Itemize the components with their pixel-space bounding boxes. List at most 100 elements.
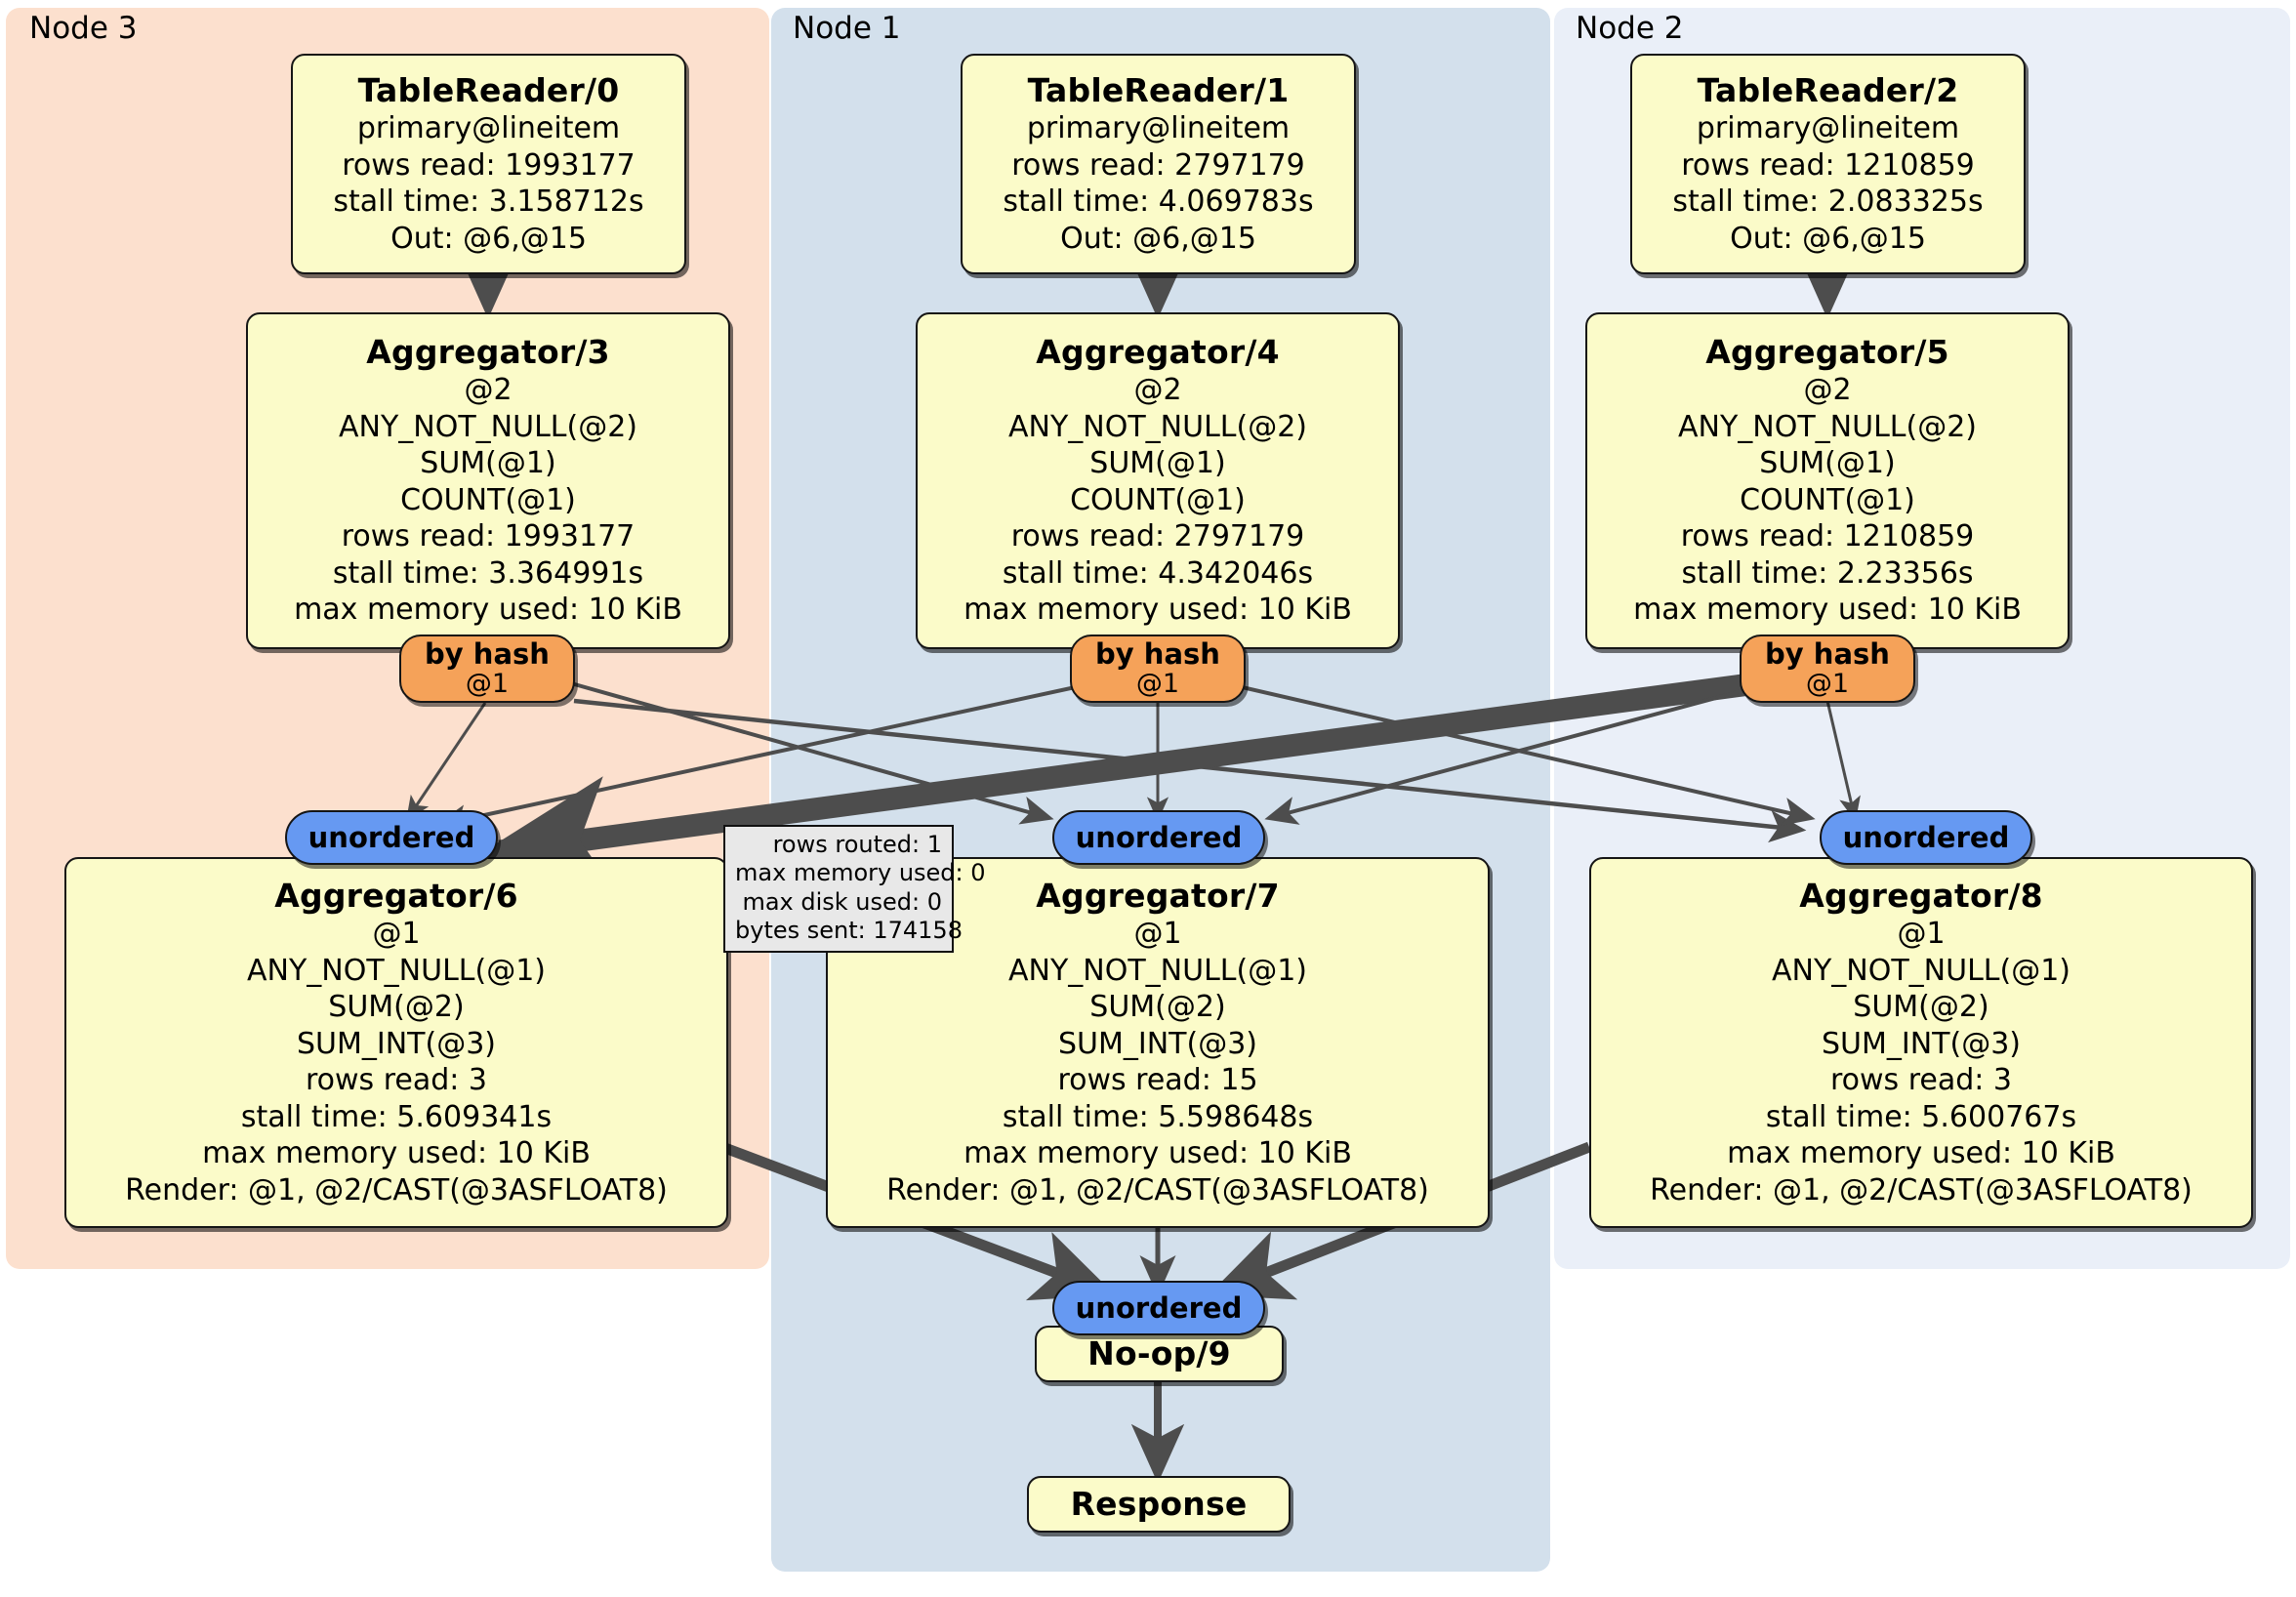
node-detail-line: primary@lineitem bbox=[1026, 111, 1291, 146]
node-title: Aggregator/4 bbox=[1036, 333, 1280, 372]
node-title: TableReader/0 bbox=[357, 70, 620, 109]
node-detail-line: @1 bbox=[372, 917, 421, 952]
node-detail-line: SUM(@2) bbox=[1089, 990, 1226, 1025]
node-detail-line: max memory used: 10 KiB bbox=[1727, 1136, 2115, 1171]
router-title: by hash bbox=[1765, 636, 1890, 671]
node-detail-line: SUM_INT(@3) bbox=[1822, 1026, 2021, 1061]
node-detail-line: stall time: 3.158712s bbox=[333, 184, 644, 220]
node-detail-line: Render: @1, @2/CAST(@3ASFLOAT8) bbox=[886, 1172, 1429, 1208]
node-detail-line: COUNT(@1) bbox=[1070, 482, 1246, 517]
node-detail-line: max memory used: 10 KiB bbox=[202, 1136, 591, 1171]
node-tablereader-2[interactable]: TableReader/2 primary@lineitem rows read… bbox=[1630, 54, 2026, 274]
cluster-label-node-1: Node 1 bbox=[793, 11, 901, 46]
node-detail-line: SUM_INT(@3) bbox=[297, 1026, 496, 1061]
synchronizer-label: unordered bbox=[1075, 820, 1243, 854]
node-detail-line: stall time: 4.342046s bbox=[1002, 555, 1314, 591]
node-detail-line: rows read: 2797179 bbox=[1011, 147, 1305, 183]
node-title: Aggregator/8 bbox=[1799, 876, 2043, 915]
node-detail-line: @1 bbox=[1897, 917, 1946, 952]
router-by-hash-0[interactable]: by hash @1 bbox=[399, 635, 575, 703]
node-detail-line: rows read: 1210859 bbox=[1680, 519, 1975, 554]
node-detail-line: stall time: 4.069783s bbox=[1003, 184, 1314, 220]
router-column: @1 bbox=[1135, 669, 1180, 700]
node-title: No-op/9 bbox=[1087, 1333, 1231, 1372]
node-detail-line: ANY_NOT_NULL(@1) bbox=[1772, 953, 2070, 988]
node-detail-line: SUM(@1) bbox=[420, 446, 556, 481]
node-detail-line: ANY_NOT_NULL(@2) bbox=[1678, 409, 1977, 444]
node-detail-line: stall time: 2.23356s bbox=[1681, 555, 1974, 591]
router-by-hash-1[interactable]: by hash @1 bbox=[1070, 635, 1246, 703]
router-column: @1 bbox=[1805, 669, 1850, 700]
node-tablereader-1[interactable]: TableReader/1 primary@lineitem rows read… bbox=[961, 54, 1356, 274]
node-detail-line: stall time: 5.609341s bbox=[240, 1099, 553, 1134]
synchronizer-label: unordered bbox=[1842, 820, 2010, 854]
tooltip-line: rows routed: 1 bbox=[772, 831, 942, 858]
synchronizer-label: unordered bbox=[1075, 1290, 1243, 1325]
node-detail-line: Render: @1, @2/CAST(@3ASFLOAT8) bbox=[125, 1172, 668, 1208]
node-detail-line: max memory used: 10 KiB bbox=[964, 1136, 1352, 1171]
synchronizer-unordered-3[interactable]: unordered bbox=[1052, 1281, 1265, 1335]
node-detail-line: ANY_NOT_NULL(@2) bbox=[1008, 409, 1307, 444]
node-detail-line: stall time: 5.598648s bbox=[1002, 1099, 1314, 1134]
node-detail-line: @2 bbox=[464, 373, 512, 408]
node-detail-line: @1 bbox=[1133, 917, 1182, 952]
synchronizer-label: unordered bbox=[308, 820, 475, 854]
node-title: Response bbox=[1070, 1484, 1248, 1523]
node-detail-line: COUNT(@1) bbox=[1740, 482, 1915, 517]
router-by-hash-2[interactable]: by hash @1 bbox=[1740, 635, 1915, 703]
node-aggregator-3[interactable]: Aggregator/3 @2 ANY_NOT_NULL(@2) SUM(@1)… bbox=[246, 312, 730, 649]
node-response[interactable]: Response bbox=[1027, 1476, 1291, 1533]
node-detail-line: rows read: 15 bbox=[1057, 1063, 1258, 1098]
node-detail-line: rows read: 3 bbox=[305, 1063, 488, 1098]
node-detail-line: ANY_NOT_NULL(@2) bbox=[339, 409, 637, 444]
node-tablereader-0[interactable]: TableReader/0 primary@lineitem rows read… bbox=[291, 54, 686, 274]
node-detail-line: max memory used: 10 KiB bbox=[1633, 593, 2022, 628]
node-detail-line: @2 bbox=[1133, 373, 1182, 408]
node-title: Aggregator/5 bbox=[1705, 333, 1949, 372]
node-title: Aggregator/6 bbox=[274, 876, 518, 915]
node-detail-line: SUM(@1) bbox=[1089, 446, 1226, 481]
node-aggregator-6[interactable]: Aggregator/6 @1 ANY_NOT_NULL(@1) SUM(@2)… bbox=[64, 857, 728, 1228]
node-detail-line: SUM(@2) bbox=[1853, 990, 1989, 1025]
synchronizer-unordered-2[interactable]: unordered bbox=[1820, 810, 2032, 865]
cluster-label-node-3: Node 3 bbox=[29, 11, 138, 46]
node-detail-line: rows read: 1993177 bbox=[341, 519, 636, 554]
node-detail-line: Out: @6,@15 bbox=[1730, 221, 1926, 256]
node-detail-line: COUNT(@1) bbox=[400, 482, 576, 517]
node-detail-line: rows read: 1993177 bbox=[342, 147, 636, 183]
tooltip-line: max disk used: 0 bbox=[742, 887, 942, 916]
node-detail-line: SUM(@1) bbox=[1759, 446, 1896, 481]
node-aggregator-5[interactable]: Aggregator/5 @2 ANY_NOT_NULL(@2) SUM(@1)… bbox=[1585, 312, 2070, 649]
node-title: TableReader/1 bbox=[1027, 70, 1290, 109]
node-detail-line: Render: @1, @2/CAST(@3ASFLOAT8) bbox=[1650, 1172, 2193, 1208]
node-aggregator-4[interactable]: Aggregator/4 @2 ANY_NOT_NULL(@2) SUM(@1)… bbox=[916, 312, 1400, 649]
edge-stats-tooltip: rows routed: 1 max memory used: 0 max di… bbox=[723, 825, 986, 954]
node-detail-line: stall time: 5.600767s bbox=[1765, 1099, 2077, 1134]
node-aggregator-8[interactable]: Aggregator/8 @1 ANY_NOT_NULL(@1) SUM(@2)… bbox=[1589, 857, 2253, 1228]
node-detail-line: stall time: 3.364991s bbox=[332, 555, 644, 591]
cluster-label-node-2: Node 2 bbox=[1576, 11, 1684, 46]
router-column: @1 bbox=[465, 669, 510, 700]
node-detail-line: rows read: 1210859 bbox=[1681, 147, 1975, 183]
router-title: by hash bbox=[425, 636, 550, 671]
node-detail-line: max memory used: 10 KiB bbox=[294, 593, 682, 628]
node-title: Aggregator/3 bbox=[366, 333, 610, 372]
node-detail-line: @2 bbox=[1803, 373, 1852, 408]
node-detail-line: rows read: 3 bbox=[1829, 1063, 2013, 1098]
synchronizer-unordered-0[interactable]: unordered bbox=[285, 810, 498, 865]
node-detail-line: stall time: 2.083325s bbox=[1672, 184, 1984, 220]
node-title: TableReader/2 bbox=[1697, 70, 1959, 109]
synchronizer-unordered-1[interactable]: unordered bbox=[1052, 810, 1265, 865]
node-detail-line: SUM(@2) bbox=[328, 990, 465, 1025]
tooltip-line: bytes sent: 174158 bbox=[735, 916, 963, 944]
node-detail-line: SUM_INT(@3) bbox=[1058, 1026, 1257, 1061]
node-detail-line: ANY_NOT_NULL(@1) bbox=[1008, 953, 1307, 988]
node-detail-line: ANY_NOT_NULL(@1) bbox=[247, 953, 546, 988]
node-detail-line: max memory used: 10 KiB bbox=[964, 593, 1352, 628]
node-detail-line: primary@lineitem bbox=[356, 111, 621, 146]
node-detail-line: rows read: 2797179 bbox=[1010, 519, 1305, 554]
node-title: Aggregator/7 bbox=[1036, 876, 1280, 915]
router-title: by hash bbox=[1095, 636, 1220, 671]
node-detail-line: Out: @6,@15 bbox=[1060, 221, 1256, 256]
